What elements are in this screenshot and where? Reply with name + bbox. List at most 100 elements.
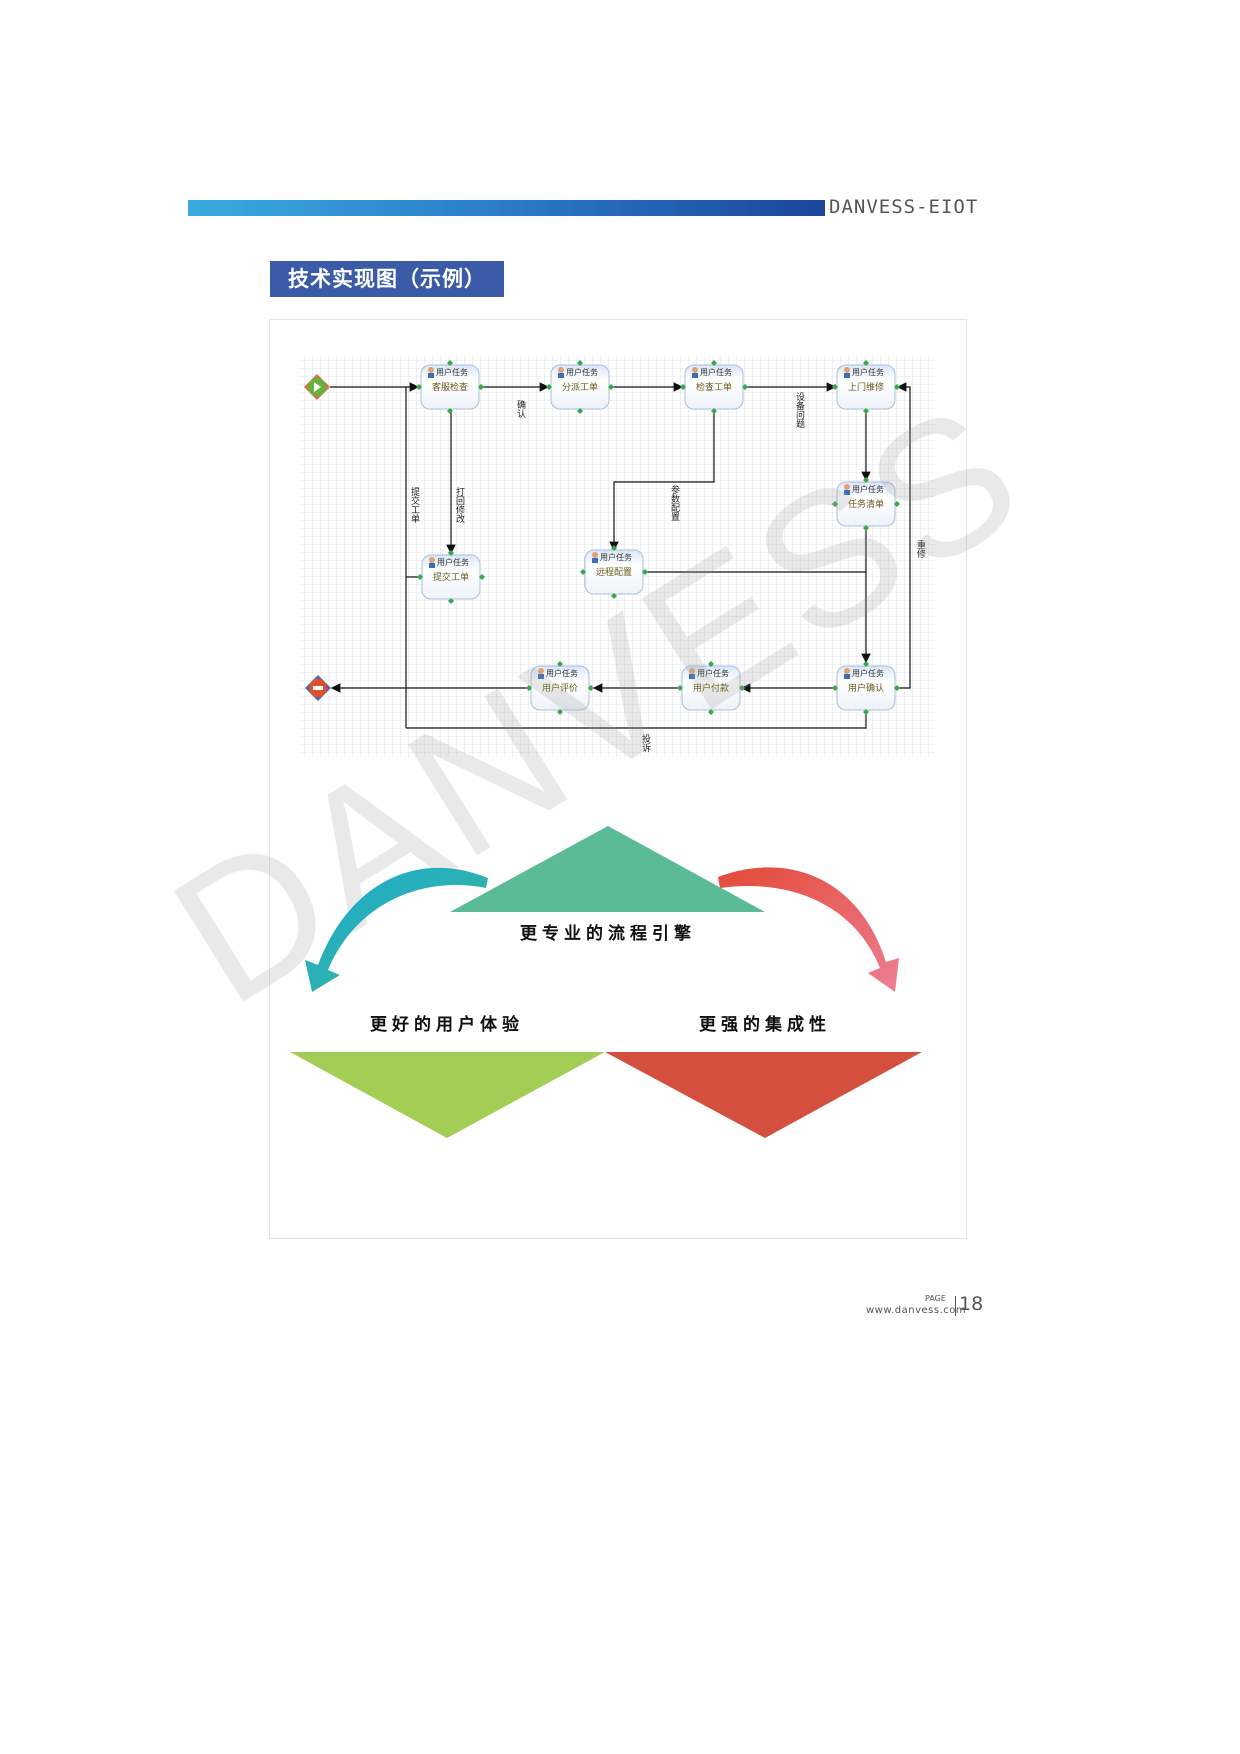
diagram-edge-labels: 确认 设备问题 参数配置 打回修改 提交工单 重修 投诉 [409, 392, 926, 753]
user-icon [844, 668, 850, 674]
connector-handle[interactable] [557, 661, 563, 667]
connector-handle[interactable] [580, 569, 586, 575]
task-node[interactable]: 用户任务 用户付款 [677, 661, 745, 715]
connector-handle[interactable] [832, 384, 838, 390]
user-icon [558, 367, 564, 373]
end-node [305, 675, 331, 701]
user-icon [538, 668, 544, 674]
connector-handle[interactable] [448, 550, 454, 556]
task-header: 用户任务 [436, 367, 468, 377]
connector-handle[interactable] [588, 685, 594, 691]
brand-text: DANVESS-EIOT [829, 196, 979, 218]
caption-process-engine: 更专业的流程引擎 [520, 923, 696, 944]
connector-handle[interactable] [894, 501, 900, 507]
connector-handle[interactable] [557, 709, 563, 715]
footer-url[interactable]: www.danvess.com [866, 1305, 967, 1316]
connector-handle[interactable] [863, 408, 869, 414]
edge-label-complain: 投诉 [640, 733, 651, 753]
task-label: 客服检查 [432, 381, 468, 393]
connector-handle[interactable] [711, 408, 717, 414]
connector-handle[interactable] [677, 685, 683, 691]
caption-integration: 更强的集成性 [699, 1014, 831, 1035]
edge-label-device-issue: 设备问题 [794, 392, 805, 429]
edge-label-send-back: 打回修改 [454, 486, 465, 524]
user-icon [844, 367, 850, 373]
user-icon [592, 552, 598, 558]
curved-arrow-right [718, 867, 899, 992]
content-frame [269, 319, 967, 1239]
edge-label-submit: 提交工单 [409, 487, 420, 524]
footer-page-label: PAGE [925, 1294, 946, 1303]
user-icon [689, 668, 695, 674]
connector-handle[interactable] [448, 598, 454, 604]
task-header: 用户任务 [600, 552, 632, 562]
task-label: 用户确认 [848, 682, 884, 694]
connector-handle[interactable] [417, 574, 423, 580]
connector-handle[interactable] [546, 384, 552, 390]
connector-handle[interactable] [526, 685, 532, 691]
connector-handle[interactable] [863, 709, 869, 715]
connector-handle[interactable] [832, 685, 838, 691]
connector-handle[interactable] [739, 685, 745, 691]
user-icon [844, 484, 850, 490]
caption-user-experience: 更好的用户体验 [370, 1014, 524, 1035]
right-triangle [605, 1052, 922, 1138]
task-header: 用户任务 [852, 668, 884, 678]
user-icon [428, 367, 434, 373]
edge-label-confirm: 确认 [515, 399, 526, 419]
task-node[interactable]: 用户任务 任务清单 [832, 477, 900, 531]
connector-handle[interactable] [447, 360, 453, 366]
task-header: 用户任务 [700, 367, 732, 377]
connector-handle[interactable] [478, 384, 484, 390]
connector-handle[interactable] [611, 545, 617, 551]
user-icon [692, 367, 698, 373]
task-label: 上门维修 [848, 381, 884, 393]
connector-handle[interactable] [447, 408, 453, 414]
task-node[interactable]: 用户任务 检查工单 [680, 360, 748, 414]
left-triangle [290, 1052, 605, 1138]
connector-handle[interactable] [742, 384, 748, 390]
connector-handle[interactable] [894, 384, 900, 390]
connector-handle[interactable] [611, 593, 617, 599]
diagram-edges [330, 382, 911, 729]
task-node[interactable]: 用户任务 上门维修 [832, 360, 900, 414]
footer-page-number: 18 [959, 1293, 984, 1315]
connector-handle[interactable] [863, 360, 869, 366]
edge-label-param-config: 参数配置 [669, 484, 680, 521]
task-label: 远程配置 [596, 567, 632, 578]
connector-handle[interactable] [479, 574, 485, 580]
connector-handle[interactable] [863, 661, 869, 667]
task-label: 分派工单 [562, 381, 598, 393]
connector-handle[interactable] [832, 501, 838, 507]
task-node[interactable]: 用户任务 用户评价 [526, 661, 594, 715]
connector-handle[interactable] [608, 384, 614, 390]
section-title: 技术实现图（示例） [270, 261, 504, 297]
task-header: 用户任务 [566, 367, 598, 377]
start-node [304, 374, 330, 400]
top-triangle [450, 826, 765, 912]
connector-handle[interactable] [577, 408, 583, 414]
edge-label-redo: 重修 [915, 539, 926, 559]
connector-handle[interactable] [416, 384, 422, 390]
task-node[interactable]: 用户任务 远程配置 [580, 545, 648, 599]
connector-handle[interactable] [708, 709, 714, 715]
connector-handle[interactable] [863, 477, 869, 483]
task-header: 用户任务 [437, 557, 469, 567]
task-header: 用户任务 [852, 484, 884, 494]
connector-handle[interactable] [708, 661, 714, 667]
curved-arrow-left [305, 867, 488, 992]
connector-handle[interactable] [894, 685, 900, 691]
task-node[interactable]: 用户任务 分派工单 [546, 360, 614, 414]
connector-handle[interactable] [680, 384, 686, 390]
connector-handle[interactable] [577, 360, 583, 366]
task-header: 用户任务 [852, 367, 884, 377]
task-node[interactable]: 用户任务 客服检查 [416, 360, 484, 414]
connector-handle[interactable] [642, 569, 648, 575]
task-label: 检查工单 [696, 381, 732, 393]
task-node[interactable]: 用户任务 用户确认 [832, 661, 900, 715]
task-node[interactable]: 用户任务 提交工单 [417, 550, 485, 604]
connector-handle[interactable] [863, 525, 869, 531]
task-label: 提交工单 [433, 571, 469, 583]
connector-handle[interactable] [711, 360, 717, 366]
